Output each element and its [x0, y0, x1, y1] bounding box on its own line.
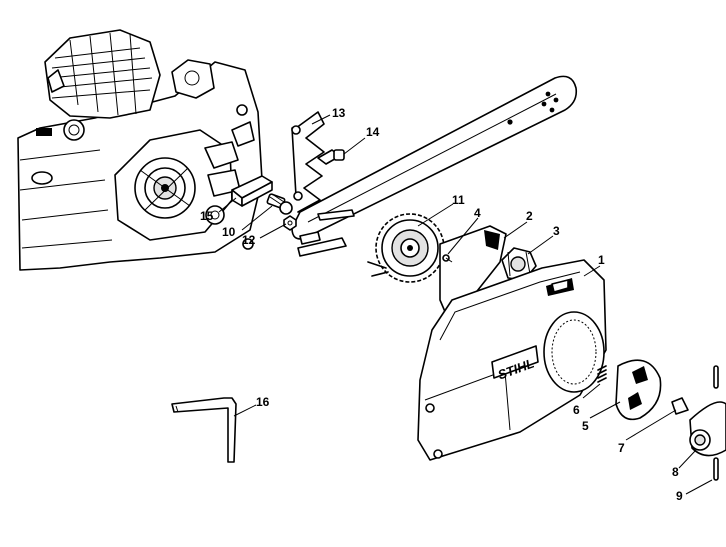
callout-6: 6: [573, 403, 580, 417]
callout-1: 1: [598, 253, 605, 267]
callout-7: 7: [618, 441, 625, 455]
pin: [713, 365, 719, 481]
callout-3: 3: [553, 224, 560, 238]
knob-insert: [671, 397, 689, 415]
callout-2: 2: [526, 209, 533, 223]
callout-9: 9: [676, 489, 683, 503]
screw: [317, 149, 345, 165]
tensioning-wheel: [367, 213, 445, 283]
callouts: 1 2 3 4 5 6 7 8 9 10 11 12 13 14 15 16: [200, 106, 683, 503]
rear-cover-insert: [615, 359, 662, 421]
hex-key: [171, 397, 237, 463]
tensioning-knob: [689, 401, 726, 457]
callout-4: 4: [474, 206, 481, 220]
callout-8: 8: [672, 465, 679, 479]
leader-lines: [218, 114, 713, 495]
hex-nut: [283, 215, 297, 231]
spring-plate: [291, 111, 325, 213]
compression-spring: [597, 365, 607, 383]
engine-housing: [17, 29, 263, 271]
callout-14: 14: [366, 125, 380, 139]
tensioner-screw: [442, 254, 453, 263]
callout-16: 16: [256, 395, 270, 409]
callout-10: 10: [222, 225, 236, 239]
collar-screw: [266, 193, 293, 215]
sprocket-cover: STIHL: [417, 259, 607, 461]
tensioner-plate: [439, 225, 507, 315]
callout-15: 15: [200, 209, 214, 223]
callout-5: 5: [582, 419, 589, 433]
chain-catcher: [231, 175, 273, 207]
guide-bar: [291, 75, 578, 257]
callout-11: 11: [452, 193, 465, 207]
collar-nut: [501, 247, 537, 281]
callout-12: 12: [242, 233, 256, 247]
callout-13: 13: [332, 106, 346, 120]
